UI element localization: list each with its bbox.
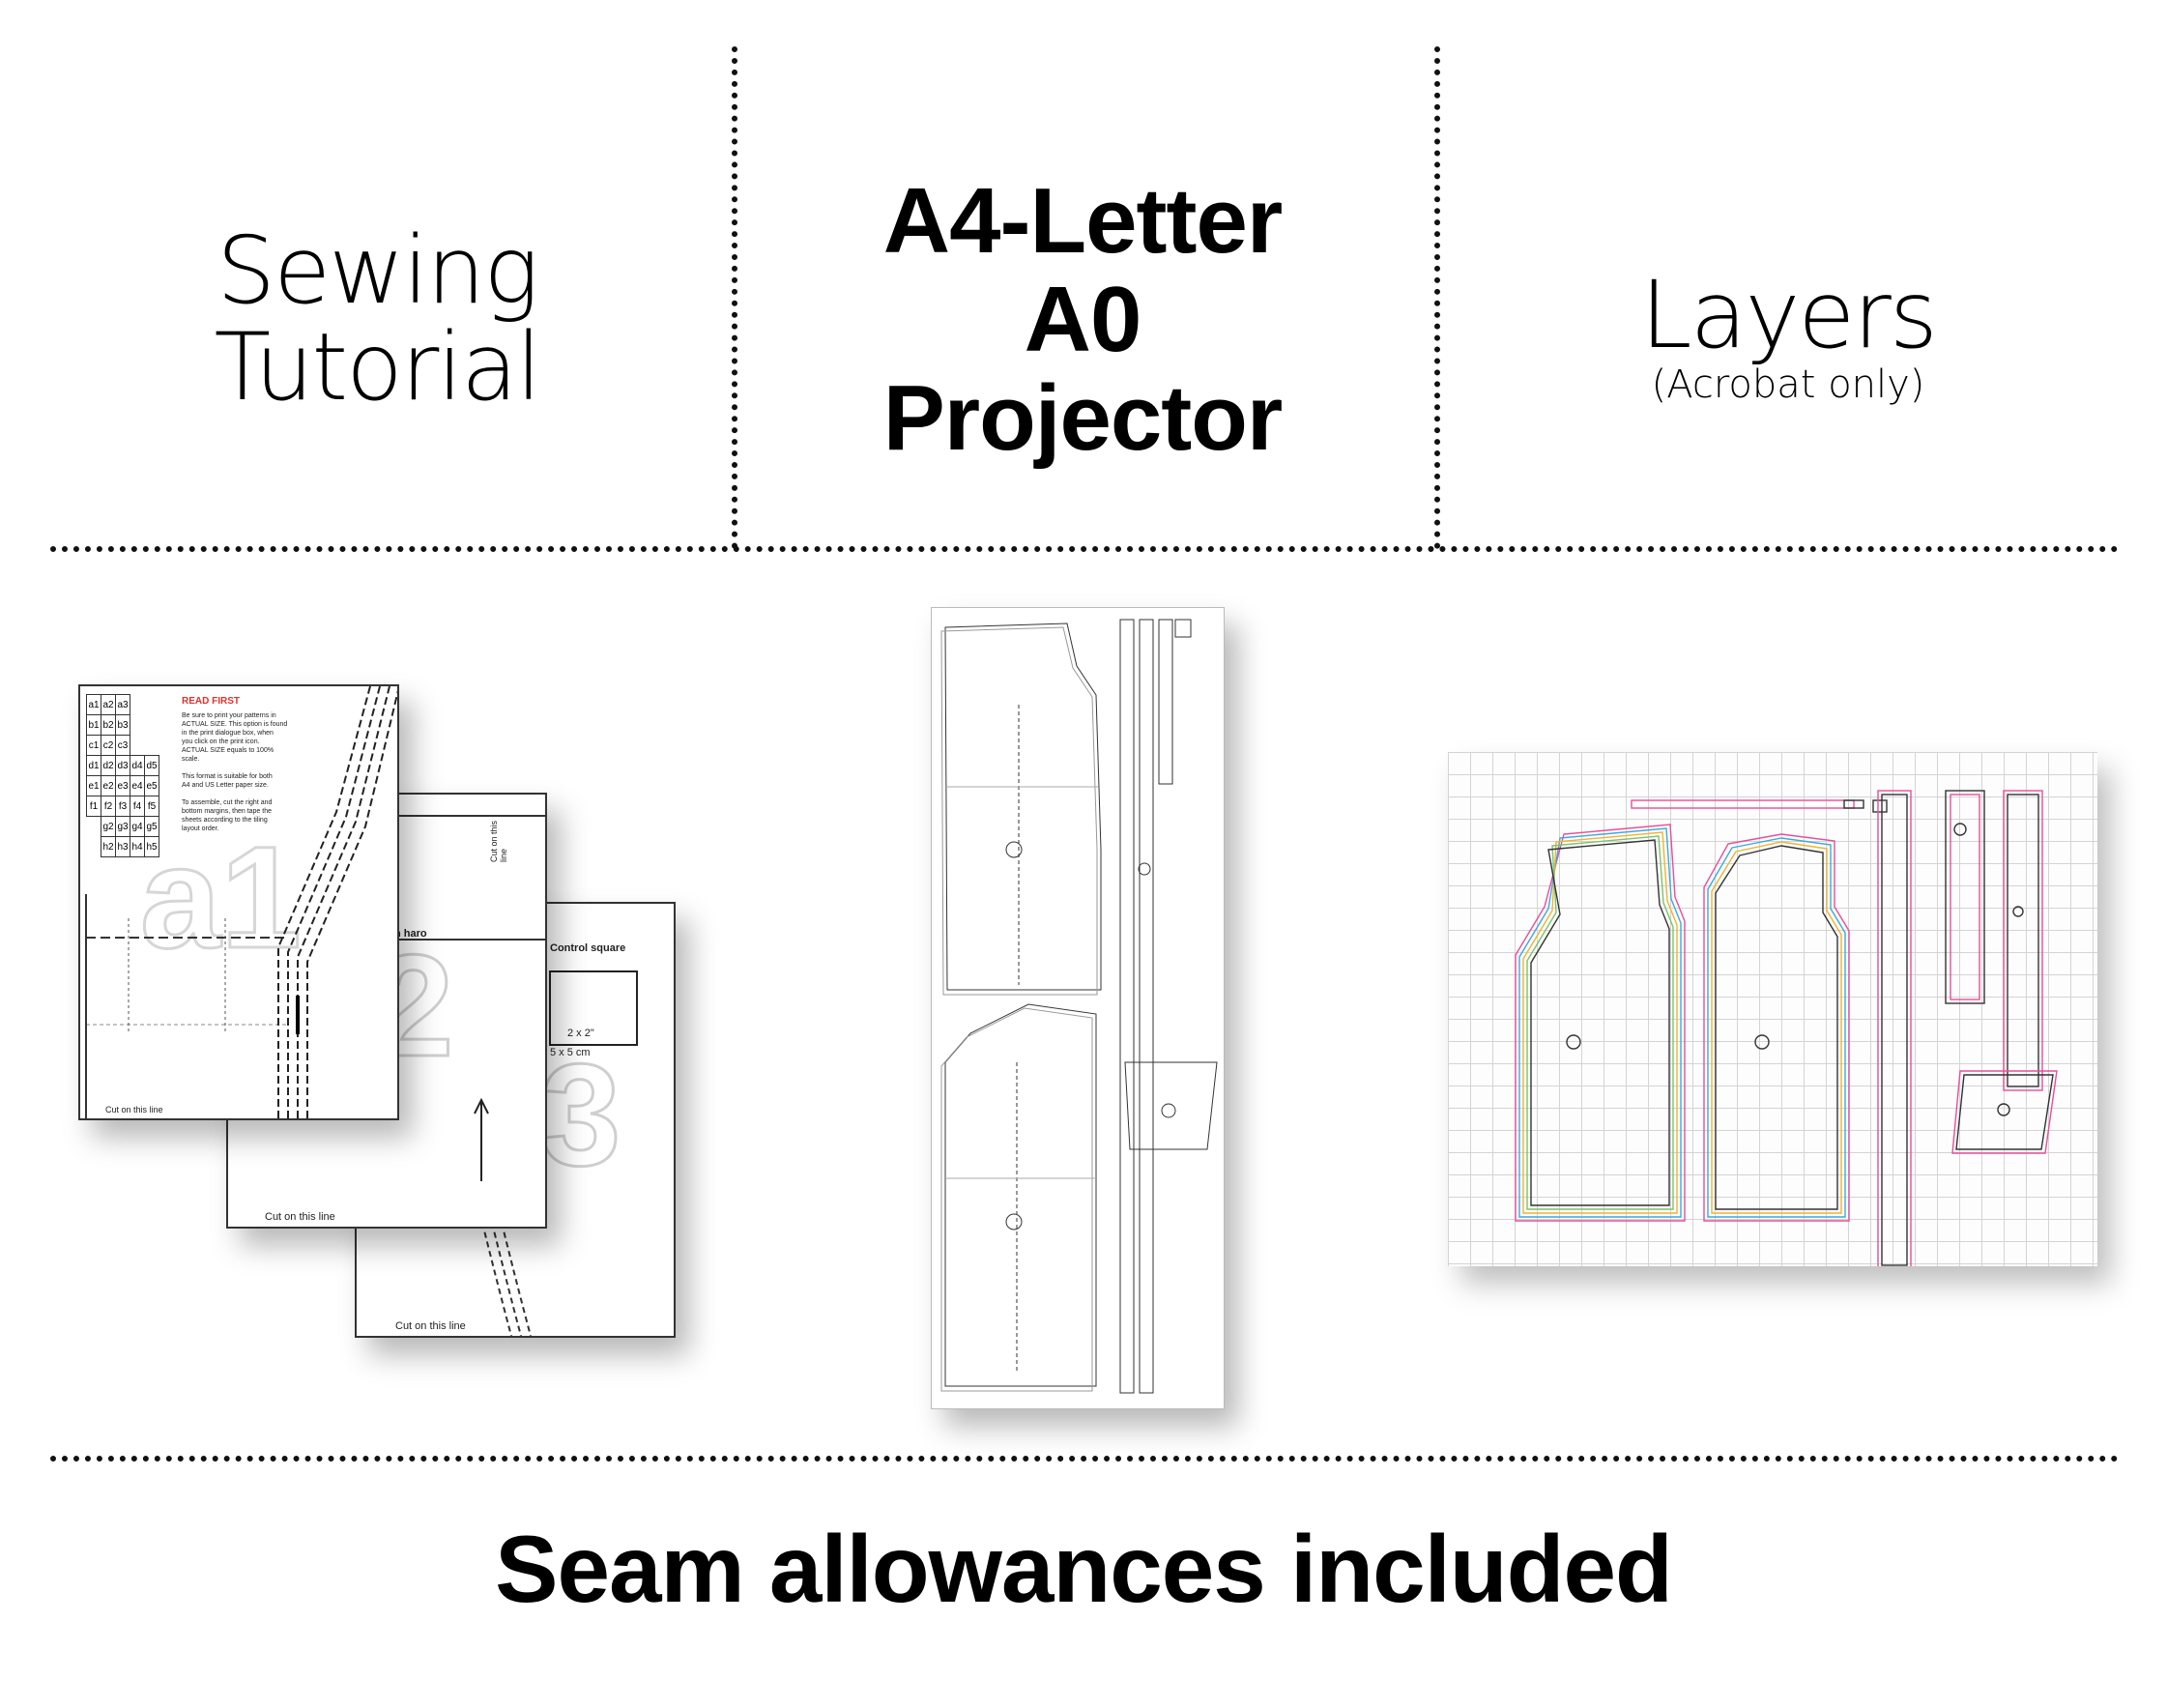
tile-cell	[87, 837, 101, 857]
tile-cell	[145, 715, 159, 736]
instruction-line	[182, 790, 288, 798]
tile-cell	[130, 736, 145, 756]
page1-cut-label: Cut on this line	[105, 1105, 163, 1115]
instruction-line: A4 and US Letter paper size.	[182, 782, 269, 789]
control-square-size-in: 2 x 2"	[567, 1028, 594, 1039]
tile-cell	[130, 715, 145, 736]
instruction-line: To assemble, cut the right and	[182, 799, 273, 806]
tile-cell	[130, 695, 145, 715]
instruction-line: Be sure to print your patterns in	[182, 712, 276, 719]
tile-cell: f2	[101, 796, 116, 817]
tile-cell	[87, 817, 101, 837]
page3-cut-label: Cut on this line	[395, 1320, 466, 1332]
format-a0: A0	[1024, 268, 1142, 371]
tile-cell: f1	[86, 796, 101, 817]
tile-cell: d4	[130, 755, 145, 776]
instruction-line: layout order.	[182, 825, 219, 832]
tile-cell: f5	[144, 796, 159, 817]
layers-note: (Acrobat only)	[1651, 362, 1925, 407]
format-a4-letter: A4-Letter	[882, 169, 1283, 273]
page2-cut-label: Cut on this line	[265, 1211, 335, 1223]
control-square-size-cm: 5 x 5 cm	[550, 1047, 591, 1058]
tile-cell: h3	[115, 836, 130, 857]
read-first-instructions: Be sure to print your patterns in ACTUAL …	[182, 711, 288, 833]
tile-cell: g4	[130, 816, 145, 837]
tile-cell: a3	[115, 694, 130, 715]
tile-cell: c2	[101, 735, 116, 756]
instruction-line: ACTUAL SIZE. This option is found	[182, 721, 288, 728]
tile-cell: d5	[144, 755, 159, 776]
tile-cell: f4	[130, 796, 145, 817]
control-square-title: Control square	[550, 942, 626, 954]
tile-cell: e5	[144, 775, 159, 796]
divider-vertical-left	[732, 46, 737, 549]
tile-cell: h2	[101, 836, 116, 857]
divider-horizontal-top	[50, 546, 2119, 552]
tile-cell: g2	[101, 816, 116, 837]
read-first-heading: READ FIRST	[182, 696, 240, 707]
tile-cell: e3	[115, 775, 130, 796]
instruction-line: This format is suitable for both	[182, 773, 273, 780]
instruction-line: ACTUAL SIZE equals to 100% scale.	[182, 747, 274, 763]
tile-cell: b1	[86, 714, 101, 736]
instruction-line: sheets according to the tiling	[182, 817, 268, 824]
tile-cell: f3	[115, 796, 130, 817]
divider-vertical-right	[1434, 46, 1440, 549]
instruction-line: in the print dialogue box, when	[182, 730, 274, 737]
format-projector: Projector	[882, 366, 1283, 470]
tile-cell: d1	[86, 755, 101, 776]
layers-preview	[1448, 752, 2097, 1266]
page2-side-label: Cut on this line	[489, 820, 508, 862]
a0-preview	[931, 607, 1225, 1409]
tile-cell: h4	[130, 836, 145, 857]
page2-piece-label: n haro	[394, 928, 427, 940]
tile-cell: g3	[115, 816, 130, 837]
layered-pattern-pieces	[1515, 790, 2058, 1266]
page3-watermark: 3	[540, 1033, 621, 1196]
layers-label: Layers (Acrobat only)	[1546, 267, 2030, 406]
a0-pattern-pieces	[940, 619, 1218, 1394]
tile-cell: e2	[101, 775, 116, 796]
tile-cell: b3	[115, 714, 130, 736]
instruction-line: you click on the print icon.	[182, 738, 260, 745]
tile-cell: d3	[115, 755, 130, 776]
tile-cell: h5	[144, 836, 159, 857]
tile-cell: e4	[130, 775, 145, 796]
tile-cell: e1	[86, 775, 101, 796]
layers-title: Layers	[1640, 261, 1938, 369]
sewing-tutorial-line2: Tutorial	[214, 313, 542, 421]
divider-horizontal-bottom	[50, 1456, 2119, 1462]
formats-label: A4-Letter A0 Projector	[793, 172, 1372, 468]
tile-cell: g5	[144, 816, 159, 837]
tile-cell	[145, 695, 159, 715]
tile-cell: d2	[101, 755, 116, 776]
page1-watermark: a1	[140, 816, 302, 978]
tile-cell: a1	[86, 694, 101, 715]
instruction-line: bottom margins, then tape the	[182, 808, 272, 815]
seam-allowances-tagline: Seam allowances included	[495, 1516, 1673, 1622]
tile-cell: c3	[115, 735, 130, 756]
tile-cell: b2	[101, 714, 116, 736]
tile-cell: a2	[101, 694, 116, 715]
tile-cell	[145, 736, 159, 756]
tile-cell: c1	[86, 735, 101, 756]
sewing-tutorial-label: Sewing Tutorial	[145, 222, 609, 416]
sewing-tutorial-line1: Sewing	[217, 217, 539, 325]
instruction-line	[182, 764, 288, 772]
